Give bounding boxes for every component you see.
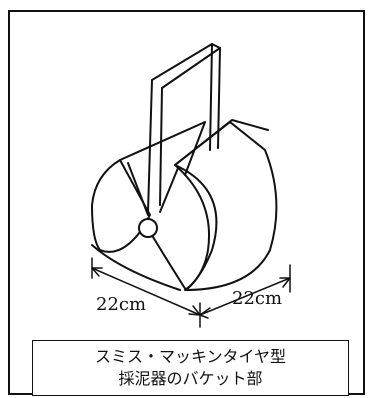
left-arrow-end bbox=[188, 305, 201, 316]
left-bucket-top-edge bbox=[119, 121, 206, 176]
caption-line-1: スミス・マッキンタイヤ型 bbox=[94, 347, 287, 366]
caption-line-2: 採泥器のバケット部 bbox=[118, 369, 263, 388]
left-bucket-inner-wedge bbox=[127, 162, 149, 216]
hinge-ball bbox=[138, 218, 158, 238]
right-bucket-front-face bbox=[174, 121, 278, 291]
handle-inner-right-post bbox=[217, 47, 221, 149]
handle-top-bar bbox=[151, 43, 221, 89]
right-arrow-start bbox=[199, 307, 211, 319]
bucket-bottom-edge bbox=[149, 231, 187, 291]
left-bucket-front-face bbox=[91, 159, 151, 253]
right-dimension-label: 22cm bbox=[232, 288, 283, 309]
right-arrow-end bbox=[279, 277, 291, 288]
caption-box: スミス・マッキンタイヤ型 採泥器のバケット部 bbox=[32, 340, 349, 396]
left-dimension-label: 22cm bbox=[96, 294, 147, 315]
right-dimension-line bbox=[199, 277, 291, 316]
right-bucket-front-arc bbox=[174, 164, 210, 291]
left-dimension-line bbox=[91, 267, 201, 316]
left-arrow-start bbox=[91, 267, 103, 277]
handle-right-post bbox=[209, 43, 213, 151]
handle-inner-left-post bbox=[159, 87, 163, 206]
left-bucket-side bbox=[91, 244, 181, 291]
right-bucket-inner-wedge bbox=[159, 167, 179, 213]
